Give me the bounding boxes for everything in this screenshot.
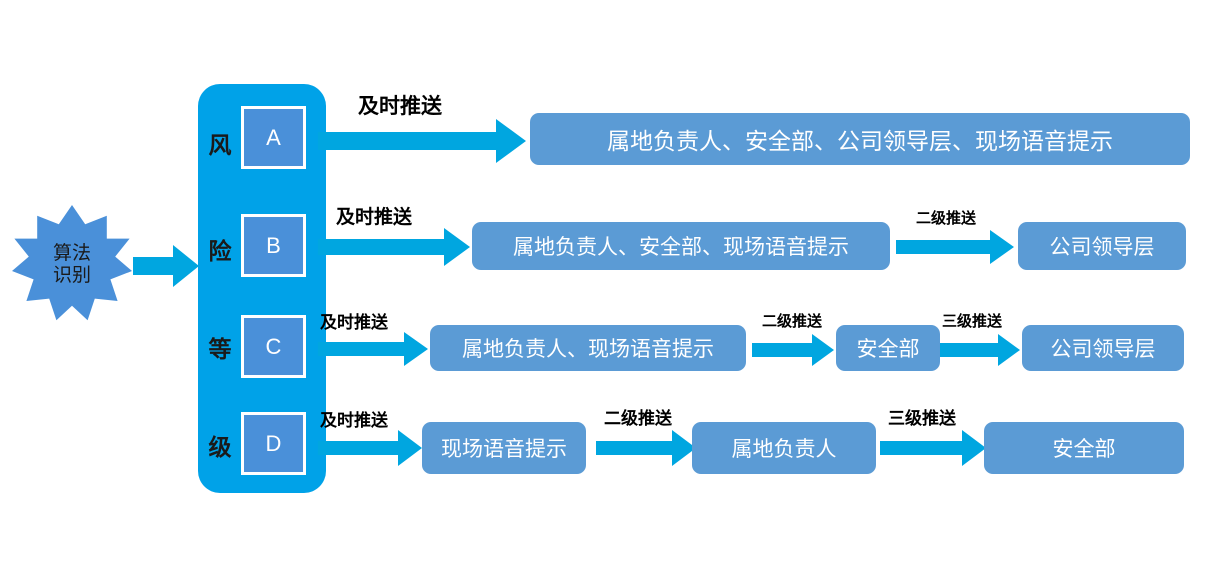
arrow-c-step-1 [318,332,428,366]
arrow-a-step-1 [318,119,526,163]
arrow-c-step-3 [940,334,1020,366]
box-d-target-3: 安全部 [984,422,1184,474]
arrow-d-step-1 [318,430,422,466]
arrow-c-step-2 [752,334,834,366]
box-c-target-3: 公司领导层 [1022,325,1184,371]
grade-box-c: C [241,315,306,378]
box-c-target-1: 属地负责人、现场语音提示 [430,325,746,371]
arrow-d-step-2 [596,430,696,466]
arrow-star-to-column [133,245,199,287]
box-b-target-1: 属地负责人、安全部、现场语音提示 [472,222,890,270]
caption-c-step-3: 三级推送 [942,313,1003,330]
box-c-target-2: 安全部 [836,325,940,371]
box-b-target-2: 公司领导层 [1018,222,1186,270]
caption-b-step-2: 二级推送 [916,210,977,227]
caption-a-step-1: 及时推送 [358,95,442,118]
risk-label-char-0: 风 [208,132,232,158]
arrow-b-step-1 [318,228,470,266]
risk-label-char-2: 等 [208,336,232,362]
risk-label-char-1: 险 [208,238,232,264]
caption-b-step-1: 及时推送 [336,207,413,228]
algorithm-recognition-node: 算法识别 [12,205,132,321]
risk-label-char-3: 级 [208,434,232,460]
caption-d-step-1: 及时推送 [320,411,388,430]
grade-box-d: D [241,412,306,475]
algorithm-recognition-label: 算法识别 [52,243,91,286]
grade-box-b: B [241,214,306,277]
box-d-target-1: 现场语音提示 [422,422,586,474]
box-a-target-1: 属地负责人、安全部、公司领导层、现场语音提示 [530,113,1190,165]
caption-d-step-3: 三级推送 [888,409,956,428]
caption-c-step-2: 二级推送 [762,313,823,330]
arrow-b-step-2 [896,230,1014,264]
grade-box-a: A [241,106,306,169]
caption-c-step-1: 及时推送 [320,313,388,332]
caption-d-step-2: 二级推送 [604,409,672,428]
box-d-target-2: 属地负责人 [692,422,876,474]
arrow-d-step-3 [880,430,986,466]
